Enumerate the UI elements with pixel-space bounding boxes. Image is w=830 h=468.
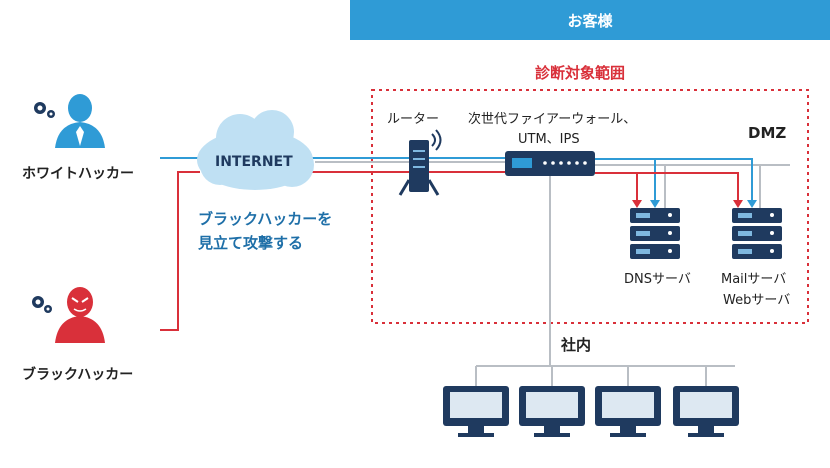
router-icon [398, 129, 442, 196]
firewall-appliance-icon [505, 151, 595, 176]
gray-connections [315, 161, 790, 386]
cloud-caption-line2: 見立て攻撃する [198, 234, 304, 252]
red-arrowheads [632, 200, 743, 208]
internal-label: 社内 [561, 336, 592, 354]
dns-server-icon [630, 208, 680, 259]
dmz-label: DMZ [748, 124, 787, 142]
internet-label: INTERNET [215, 154, 293, 170]
blue-arrowheads [650, 200, 757, 208]
internet-cloud-icon [197, 110, 314, 190]
white-hacker-icon [34, 94, 105, 148]
white-hacker-label: ホワイトハッカー [22, 166, 134, 182]
mail-server-label: Mailサーバ [721, 272, 787, 287]
black-hacker-icon [32, 287, 105, 343]
customer-label: お客様 [567, 11, 613, 30]
cloud-caption-line1: ブラックハッカーを [198, 210, 333, 228]
mail-web-server-icon [732, 208, 782, 259]
monitor-icon [595, 386, 661, 437]
customer-header-bar: お客様 [350, 0, 830, 40]
monitor-icon [519, 386, 585, 437]
scope-title: 診断対象範囲 [535, 64, 626, 82]
monitor-icon [443, 386, 509, 437]
web-server-label: Webサーバ [723, 293, 791, 308]
firewall-label-line2: UTM、IPS [518, 132, 580, 147]
router-label: ルーター [387, 112, 440, 127]
firewall-label-line1: 次世代ファイアーウォール、 [468, 112, 637, 127]
monitor-icon [673, 386, 739, 437]
scope-boundary [371, 89, 809, 324]
dns-server-label: DNSサーバ [624, 272, 691, 287]
black-hacker-label: ブラックハッカー [22, 367, 134, 383]
